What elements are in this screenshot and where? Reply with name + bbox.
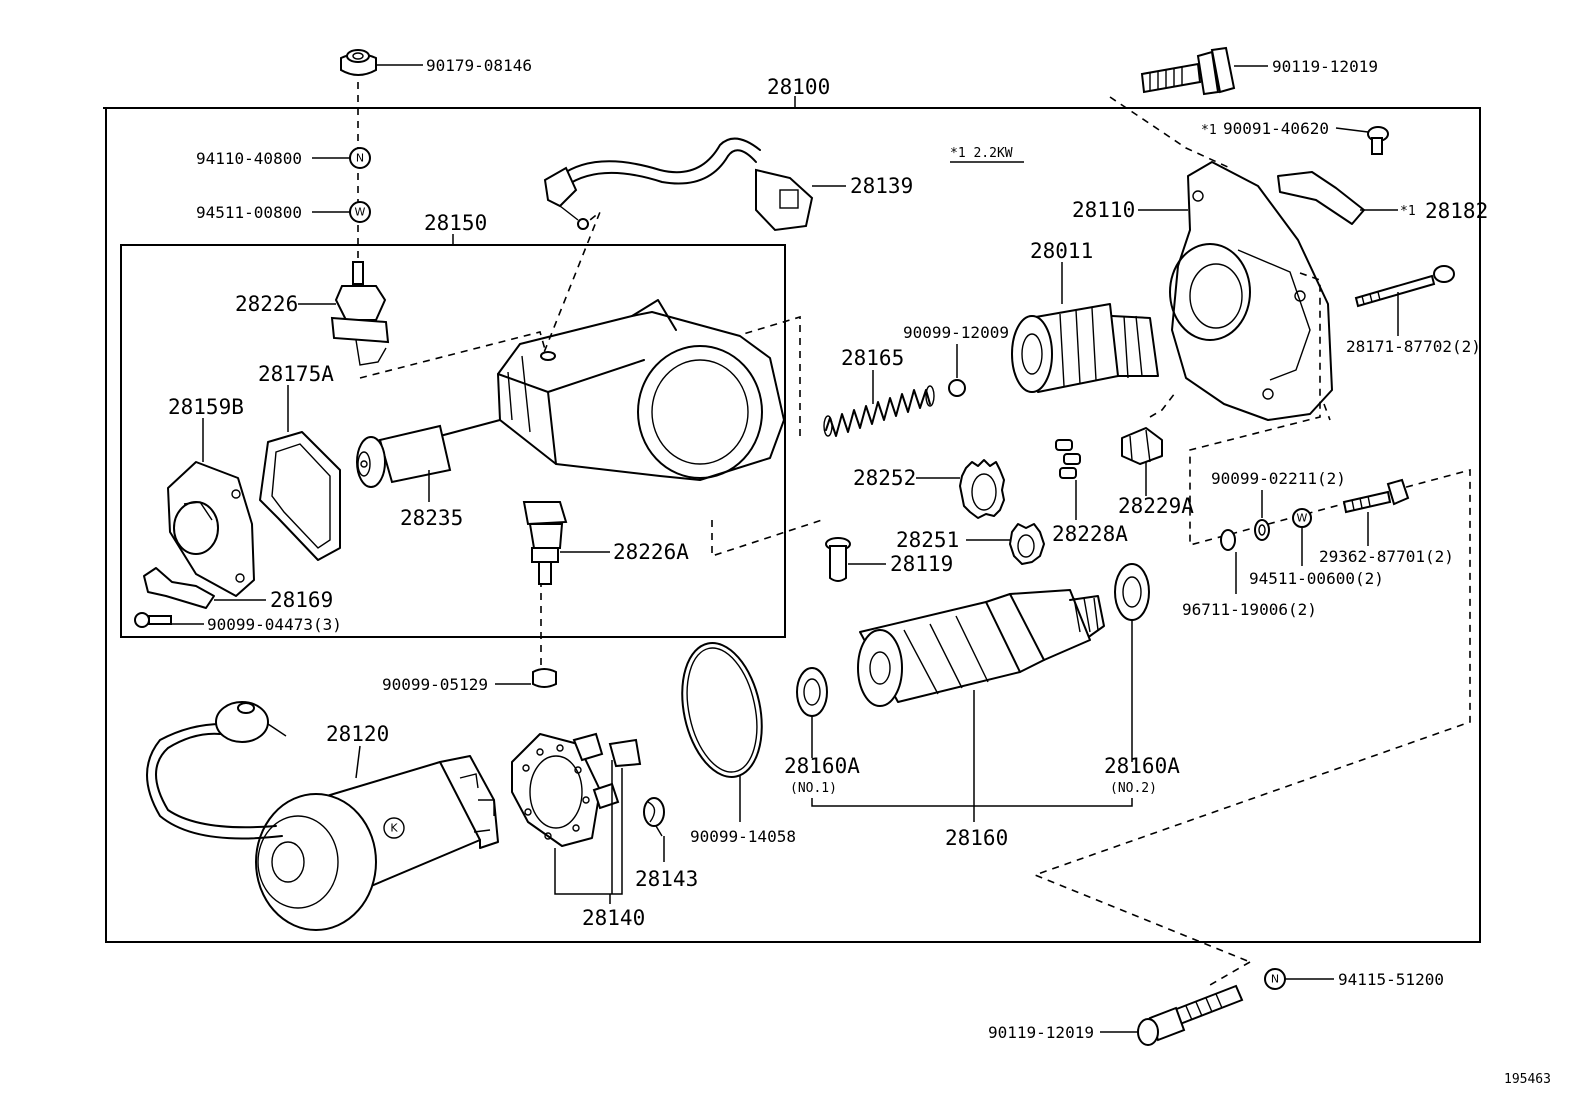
contact-plate-icon xyxy=(143,567,215,609)
star-mark-1: *1 xyxy=(1201,123,1217,138)
part-label-90119-12019-top: 90119-12019 xyxy=(1272,57,1378,76)
nut-symbol-icon-2: N xyxy=(1264,968,1286,990)
bracket-icon xyxy=(1277,171,1365,225)
part-label-90099-04473: 90099-04473(3) xyxy=(207,615,342,634)
brush-holder-icon xyxy=(511,732,642,847)
svg-text:N: N xyxy=(356,152,364,165)
brush-spring-icon xyxy=(643,797,665,837)
starter-assembly-frame xyxy=(103,107,1481,943)
part-label-28226A: 28226A xyxy=(613,540,689,564)
solenoid-assembly-frame xyxy=(120,244,786,638)
part-label-90099-05129: 90099-05129 xyxy=(382,675,488,694)
part-label-90099-14058: 90099-14058 xyxy=(690,827,796,846)
power-rating-note: *1 2.2KW xyxy=(950,146,1013,161)
lead-wire-icon xyxy=(543,137,814,232)
terminal-stud-icon xyxy=(522,501,568,585)
roller-retainer-icon xyxy=(1121,427,1163,465)
terminal-bolt-icon xyxy=(330,261,390,366)
hex-bolt-icon xyxy=(1342,478,1410,514)
small-screw-icon xyxy=(1367,126,1389,155)
bolt-icon xyxy=(1140,46,1236,96)
part-label-28139: 28139 xyxy=(850,174,913,198)
part-label-29362-87701: 29362-87701(2) xyxy=(1319,547,1454,566)
solenoid-housing-icon xyxy=(497,299,785,481)
return-spring-icon xyxy=(823,385,935,437)
bolt-icon-bottom xyxy=(1137,984,1244,1046)
bearing-no1-note: (NO.1) xyxy=(790,781,837,796)
pin-icon xyxy=(825,537,851,582)
part-label-90091-40620: 90091-40620 xyxy=(1223,119,1329,138)
screw-icon xyxy=(134,612,172,628)
part-label-28165: 28165 xyxy=(841,346,904,370)
part-label-28251: 28251 xyxy=(896,528,959,552)
armature-icon xyxy=(857,589,1105,707)
part-label-94110-40800: 94110-40800 xyxy=(196,149,302,168)
part-label-28100: 28100 xyxy=(767,75,830,99)
solenoid-cover-icon xyxy=(167,461,255,597)
roller-icon xyxy=(1055,439,1081,479)
part-label-28011: 28011 xyxy=(1030,239,1093,263)
flange-nut-icon xyxy=(340,49,377,76)
part-label-28119: 28119 xyxy=(890,552,953,576)
drive-housing-icon xyxy=(1169,161,1333,421)
part-label-28150: 28150 xyxy=(424,211,487,235)
part-label-90099-12009: 90099-12009 xyxy=(903,323,1009,342)
part-label-28159B: 28159B xyxy=(168,395,244,419)
svg-text:K: K xyxy=(390,822,398,835)
star-mark-2: *1 xyxy=(1400,204,1416,219)
o-ring-icon xyxy=(1220,529,1236,551)
part-label-28143: 28143 xyxy=(635,867,698,891)
bearing-no2-note: (NO.2) xyxy=(1110,781,1157,796)
solenoid-gasket-icon xyxy=(259,431,341,561)
part-label-28160A-no2: 28160A xyxy=(1104,754,1180,778)
part-label-28175A: 28175A xyxy=(258,362,334,386)
svg-text:W: W xyxy=(1297,512,1308,525)
part-label-28252: 28252 xyxy=(853,466,916,490)
small-nut-icon xyxy=(532,668,557,688)
part-label-94115-51200: 94115-51200 xyxy=(1338,970,1444,989)
part-label-28171-87702: 28171-87702(2) xyxy=(1346,337,1481,356)
svg-text:W: W xyxy=(355,206,366,219)
part-label-28228A: 28228A xyxy=(1052,522,1128,546)
svg-text:N: N xyxy=(1271,973,1279,986)
bearing-no1-icon xyxy=(796,667,828,717)
part-label-28226: 28226 xyxy=(235,292,298,316)
spacer-icon xyxy=(1254,519,1270,541)
nut-symbol-icon: N xyxy=(349,147,371,169)
field-yoke-icon: K xyxy=(146,701,499,931)
part-label-28229A: 28229A xyxy=(1118,494,1194,518)
part-label-90099-02211: 90099-02211(2) xyxy=(1211,469,1346,488)
o-ring-large-icon xyxy=(681,642,763,778)
part-label-28160A-no1: 28160A xyxy=(784,754,860,778)
part-label-28120: 28120 xyxy=(326,722,389,746)
part-label-94511-00600: 94511-00600(2) xyxy=(1249,569,1384,588)
part-label-28235: 28235 xyxy=(400,506,463,530)
catalog-number: 195463 xyxy=(1504,1072,1551,1087)
part-label-28110: 28110 xyxy=(1072,198,1135,222)
washer-symbol-icon: W xyxy=(349,201,371,223)
idler-gear-icon xyxy=(959,459,1005,519)
part-label-90179-08146: 90179-08146 xyxy=(426,56,532,75)
starter-clutch-icon xyxy=(1011,303,1159,393)
brush-bracket xyxy=(554,768,623,895)
part-label-28140: 28140 xyxy=(582,906,645,930)
part-label-28169: 28169 xyxy=(270,588,333,612)
part-label-28160: 28160 xyxy=(945,826,1008,850)
steel-ball-icon xyxy=(948,379,966,397)
bearing-no2-icon xyxy=(1114,563,1150,621)
plunger-icon xyxy=(356,419,501,488)
through-bolt-icon xyxy=(1354,265,1455,308)
part-label-90119-12019-bottom: 90119-12019 xyxy=(988,1023,1094,1042)
bearing-bracket xyxy=(811,798,1133,807)
part-label-96711-19006: 96711-19006(2) xyxy=(1182,600,1317,619)
washer-symbol-icon-2: W xyxy=(1292,508,1312,528)
part-label-28182: 28182 xyxy=(1425,199,1488,223)
part-label-94511-00800: 94511-00800 xyxy=(196,203,302,222)
small-gear-icon xyxy=(1009,523,1045,565)
